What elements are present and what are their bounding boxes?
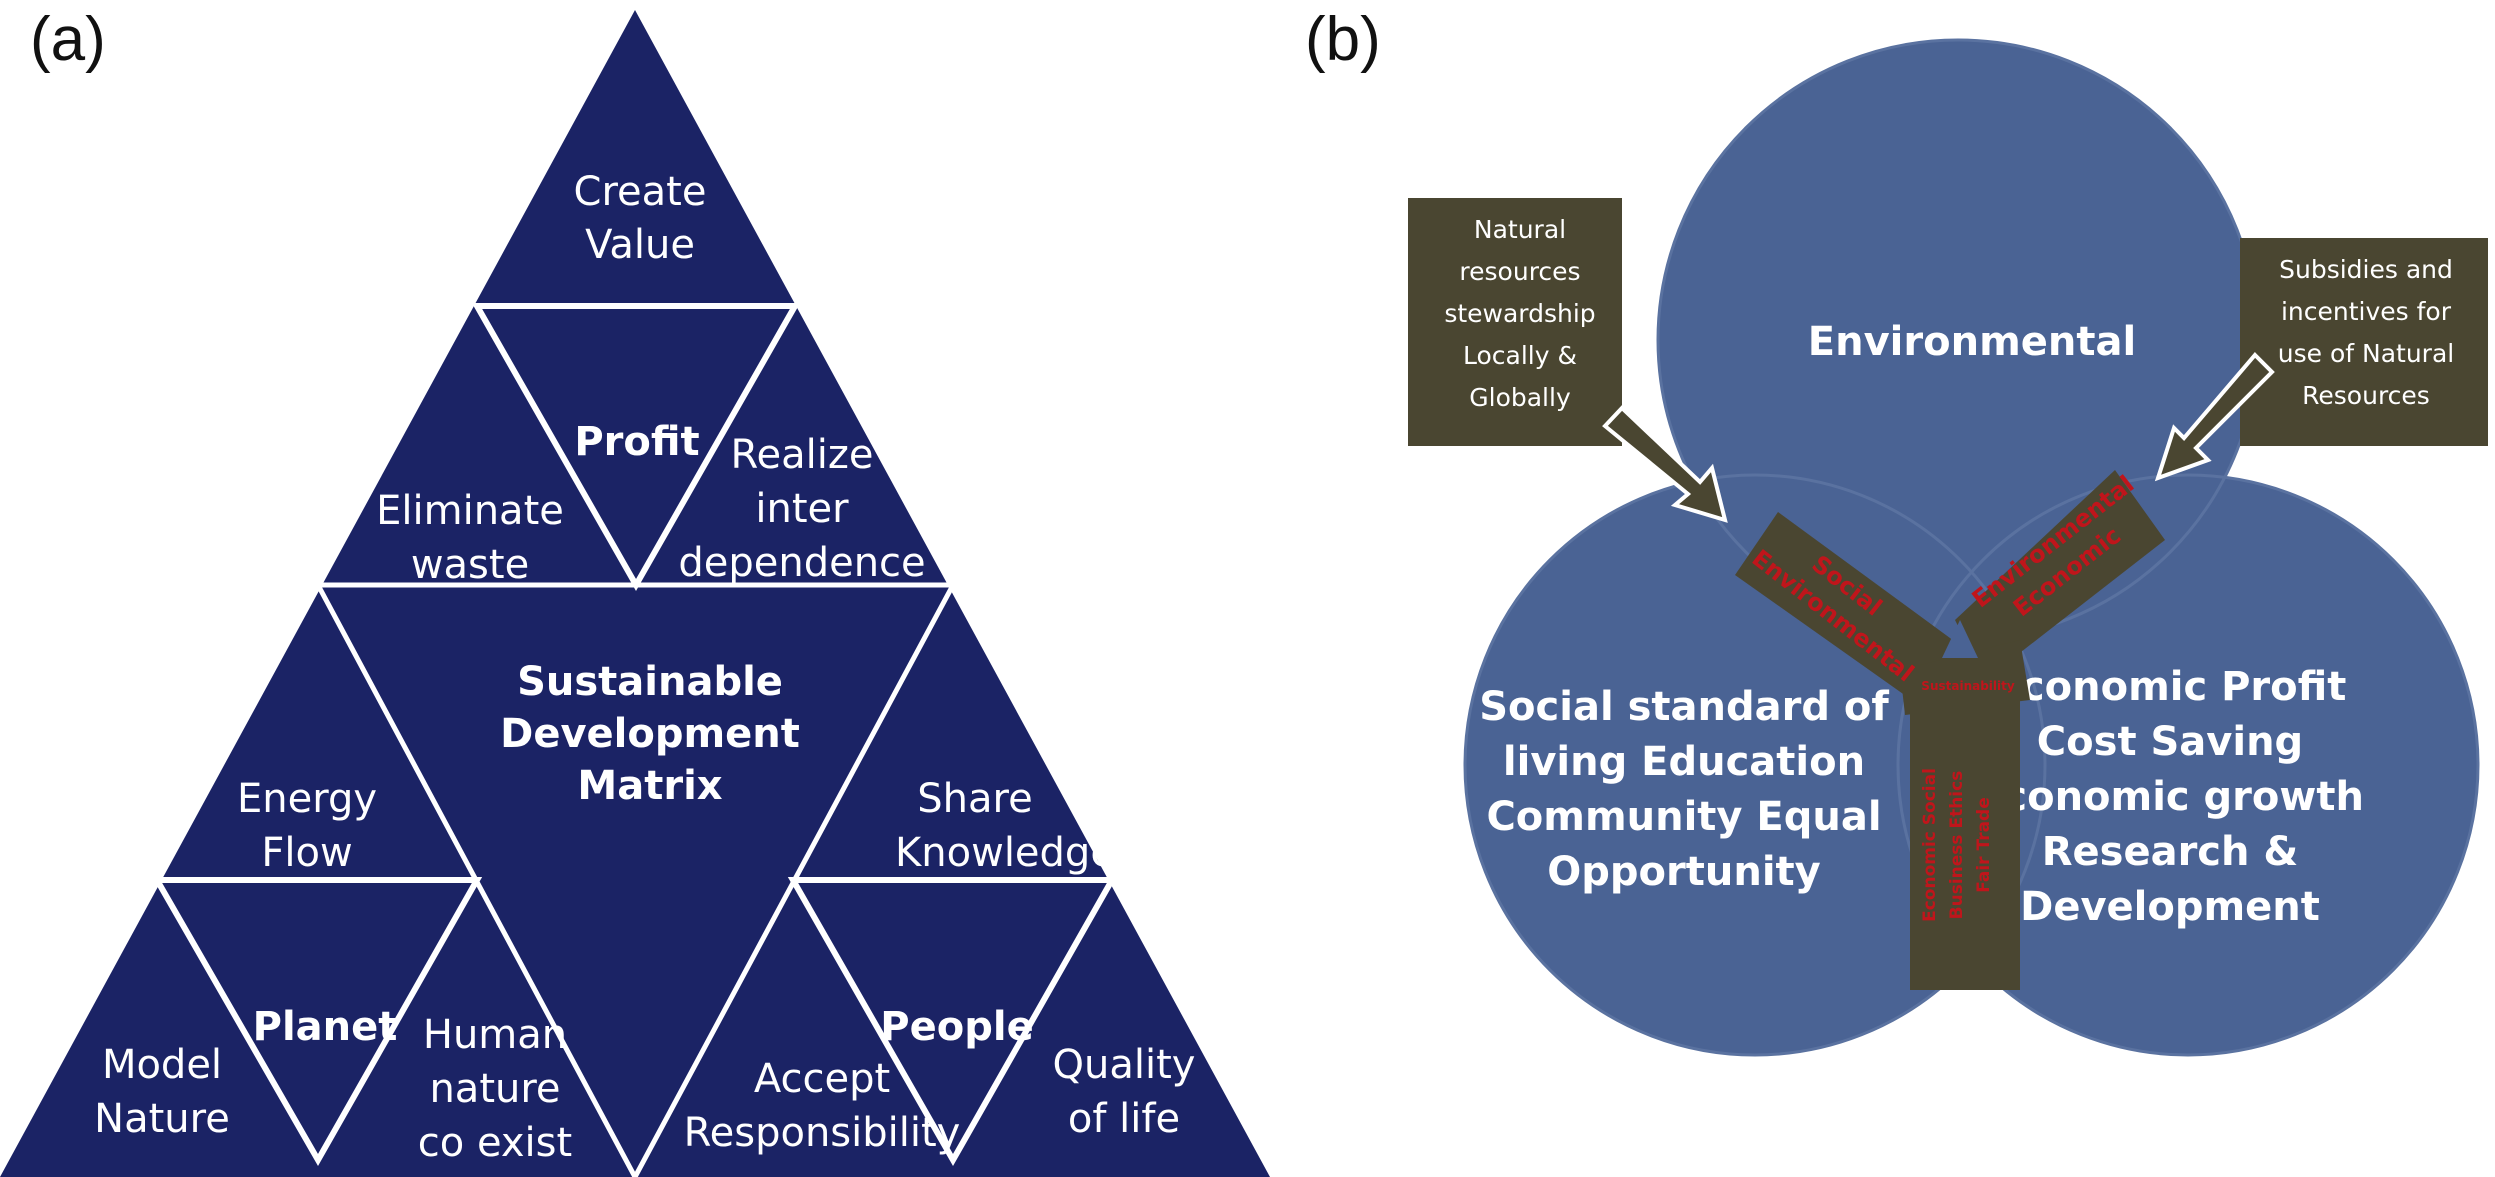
realize-line1: Realize [731,432,874,478]
share-knowledge-line2: Knowledge [895,830,1115,876]
economic-line5: Development [2020,884,2320,930]
quality-line2: of life [1068,1096,1180,1142]
arrow-left [1602,405,1728,523]
social-line3: Community Equal [1486,794,1881,840]
human-line2: nature [429,1066,560,1112]
band-bottom [1910,690,2020,990]
realize-line2: inter [755,486,849,532]
people-label: People [880,1004,1033,1050]
center-title-line1: Sustainable [517,659,783,705]
model-nature-line1: Model [102,1042,222,1088]
environmental-label: Environmental [1808,319,2136,365]
band-bottom-line2: Business Ethics [1947,771,1967,920]
callout-box-left [1408,198,1622,446]
center-title-line2: Development [500,711,800,757]
box-left-line5: Globally [1469,383,1571,412]
quality-line1: Quality [1053,1042,1196,1088]
box-right-line3: use of Natural [2278,339,2454,368]
band-center-gap [1942,620,1978,658]
panel-b-label: (b) [1305,5,1381,74]
box-left-line2: resources [1459,257,1580,286]
accept-line2: Responsibility [684,1110,961,1156]
economic-line4: Research & [2042,829,2299,875]
eliminate-waste-line1: Eliminate [376,488,564,534]
center-title-line3: Matrix [577,763,722,809]
sustainability-venn: Environmental Social standard of living … [1408,38,2488,1057]
arrow-right [2154,352,2275,482]
band-bottom-line1: Economic Social [1920,768,1940,922]
box-left-line1: Natural [1474,215,1566,244]
realize-line3: dependence [678,540,925,586]
callout-box-right [2240,238,2488,446]
model-nature-line2: Nature [94,1096,230,1142]
eliminate-waste-line2: waste [411,542,529,588]
planet-label: Planet [253,1004,398,1050]
box-right-line2: incentives for [2281,297,2452,326]
profit-label: Profit [574,419,699,465]
profit-inverted-triangle [471,303,801,592]
human-line1: Human [423,1012,567,1058]
human-line3: co exist [418,1120,572,1166]
social-line1: Social standard of [1479,684,1889,730]
band-environmental-economic [1955,470,2165,680]
create-value-line2: Value [585,222,695,268]
band-center-label: Sustainability [1921,679,2015,693]
energy-flow-line1: Energy [237,776,377,822]
economic-line1: Economic Profit [1994,664,2347,710]
accept-line1: Accept [754,1056,890,1102]
band-bottom-line3: Fair Trade [1974,797,1994,893]
box-left-line3: stewardship [1444,299,1595,328]
economic-line3: Economic growth [1976,774,2364,820]
box-left-line4: Locally & [1463,341,1577,370]
energy-flow-line2: Flow [261,830,352,876]
social-line4: Opportunity [1547,849,1820,895]
box-right-line4: Resources [2302,381,2430,410]
create-value-line1: Create [574,169,707,215]
sustainability-triangle: Create Value Profit Eliminate waste Real… [0,10,1270,1177]
share-knowledge-line1: Share [917,776,1032,822]
economic-line2: Cost Saving [2037,719,2303,765]
box-right-line1: Subsidies and [2279,255,2453,284]
outer-triangle [0,10,1270,1177]
social-line2: living Education [1503,739,1865,785]
panel-a-label: (a) [30,5,106,74]
